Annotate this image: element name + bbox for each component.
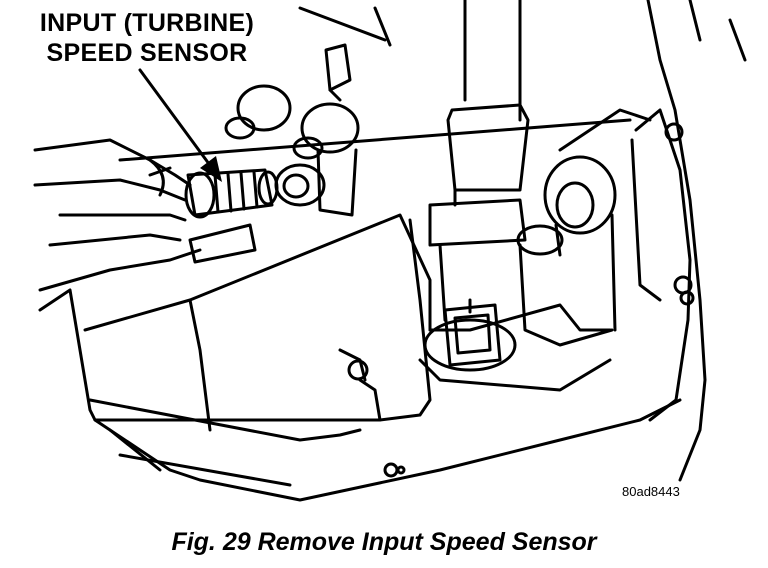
hand	[33, 138, 202, 292]
figure-caption: Fig. 29 Remove Input Speed Sensor	[171, 528, 597, 556]
electrical-connector	[423, 298, 517, 372]
valve-body	[38, 213, 682, 502]
figure-code: 80ad8443	[622, 484, 680, 499]
callout-arrowhead	[200, 156, 222, 182]
transmission-housing	[118, 0, 747, 482]
callout-line-1: INPUT (TURBINE)	[39, 9, 255, 37]
callout-line-2: SPEED SENSOR	[46, 39, 248, 67]
callout-arrow	[138, 68, 214, 170]
output-speed-sensor	[516, 155, 617, 347]
sensor-callout-label: INPUT (TURBINE) SPEED SENSOR	[12, 8, 282, 68]
dipstick-tube	[428, 0, 530, 322]
input-speed-sensor	[184, 168, 279, 264]
line-fittings	[224, 43, 360, 217]
